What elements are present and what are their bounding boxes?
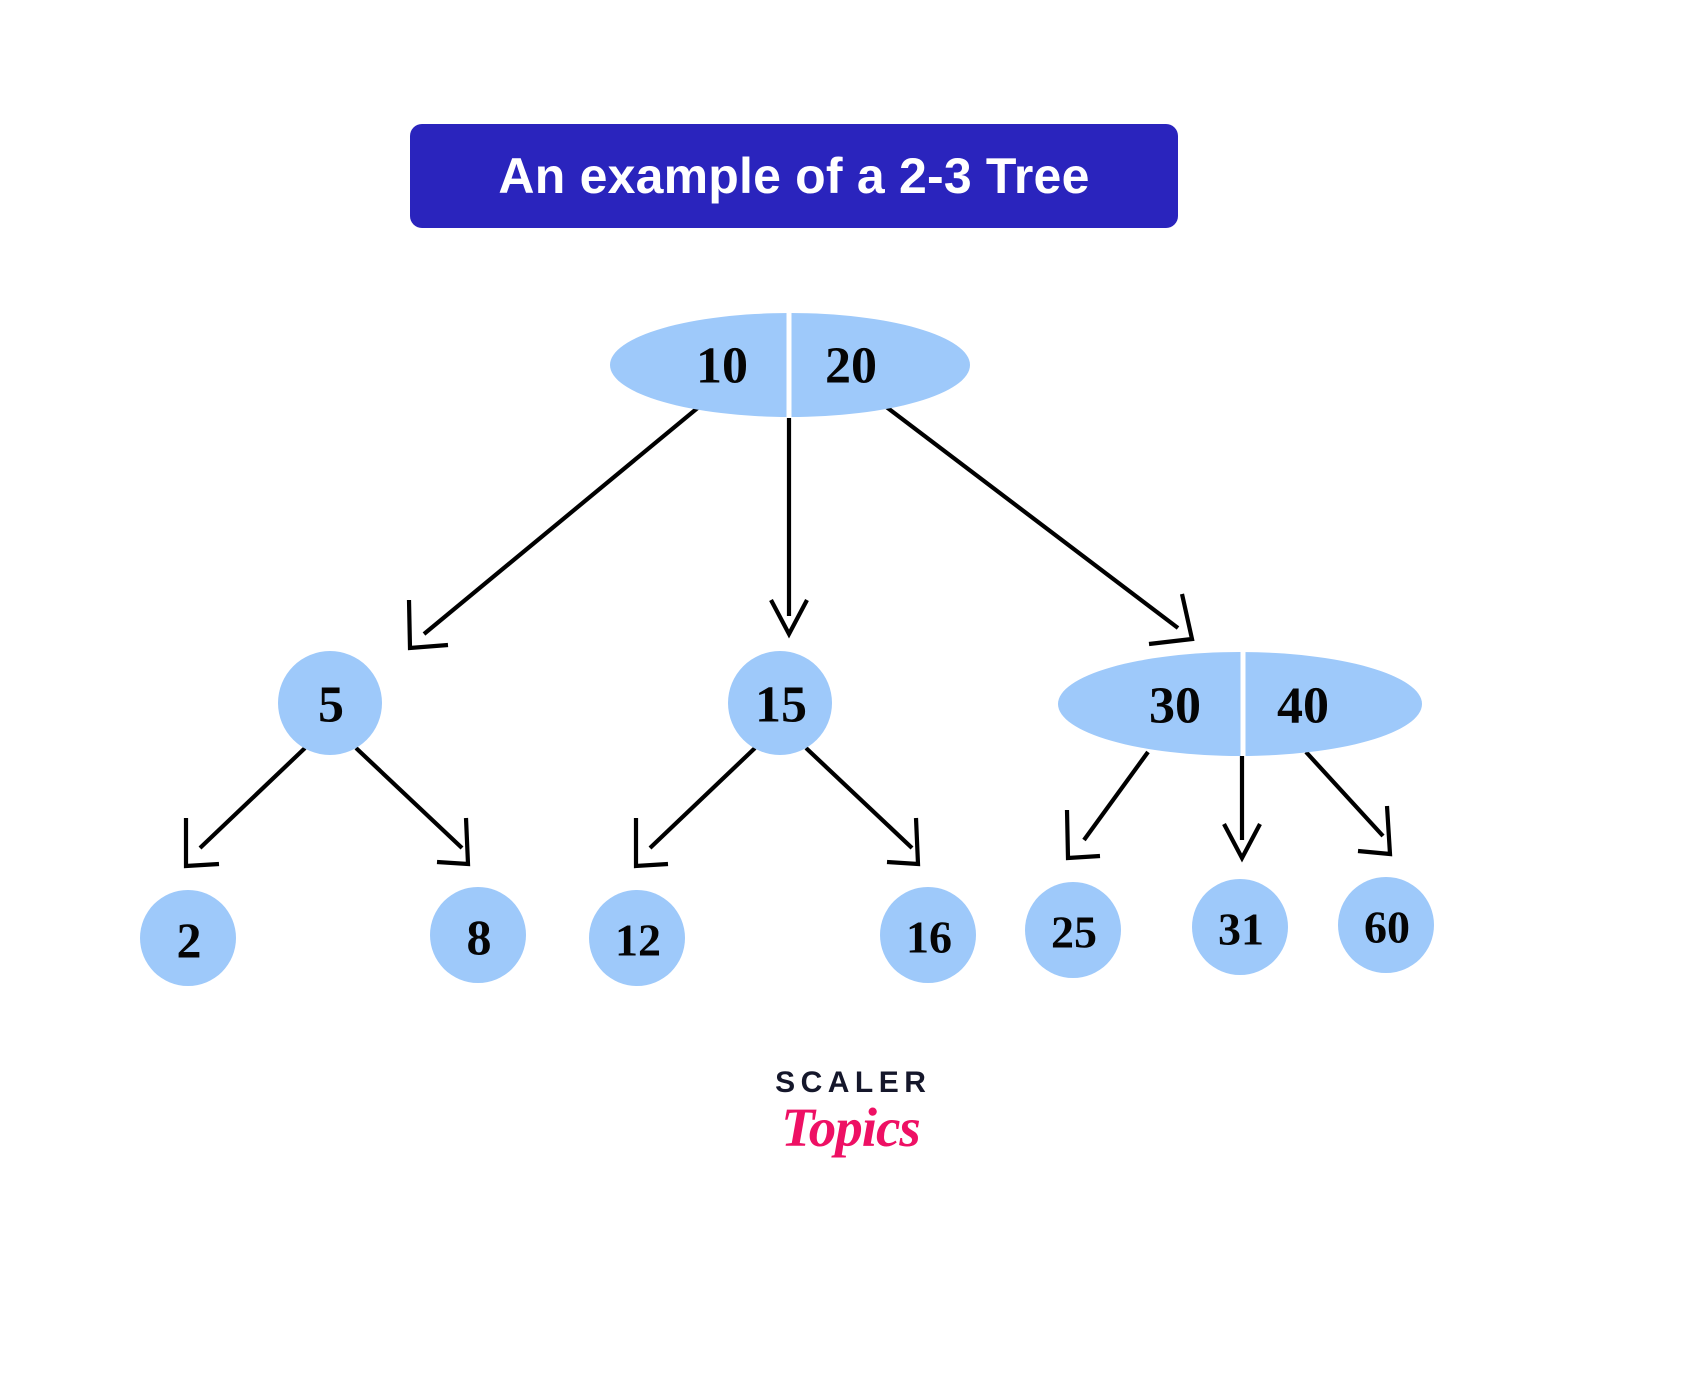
node-circle bbox=[278, 651, 382, 755]
tree-leaf-16[interactable]: 16 bbox=[880, 887, 976, 983]
scaler-topics-logo: SCALER Topics bbox=[0, 1066, 1701, 1158]
node-circle bbox=[1338, 877, 1434, 973]
node-key-label: 31 bbox=[1218, 904, 1264, 955]
edge-30-40-to-31 bbox=[1222, 756, 1262, 863]
edge-root-to-5 bbox=[406, 404, 702, 651]
tree-leaf-8[interactable]: 8 bbox=[430, 887, 526, 983]
title-banner: An example of a 2-3 Tree bbox=[410, 124, 1178, 228]
tree-node-root[interactable]: 10 20 bbox=[610, 313, 970, 417]
tree-node-30-40[interactable]: 30 40 bbox=[1058, 652, 1422, 756]
node-circle bbox=[589, 890, 685, 986]
tree-leaf-2[interactable]: 2 bbox=[140, 890, 236, 986]
tree-node-15[interactable]: 15 bbox=[728, 651, 832, 755]
node-circle bbox=[728, 651, 832, 755]
node-key-label: 30 bbox=[1149, 678, 1201, 735]
tree-node-5[interactable]: 5 bbox=[278, 651, 382, 755]
tree-leaf-31[interactable]: 31 bbox=[1192, 879, 1288, 975]
edge-30-40-to-60 bbox=[1304, 750, 1393, 857]
node-key-label: 12 bbox=[615, 915, 661, 966]
logo-wordmark-scaler: SCALER bbox=[775, 1066, 932, 1099]
node-key-label: 8 bbox=[467, 909, 492, 965]
page-title: An example of a 2-3 Tree bbox=[498, 148, 1090, 204]
edge-root-to-15 bbox=[769, 418, 809, 639]
node-key-label: 60 bbox=[1364, 902, 1410, 953]
node-key-label: 16 bbox=[906, 912, 952, 963]
edge-15-to-12 bbox=[633, 746, 757, 869]
tree-leaf-12[interactable]: 12 bbox=[589, 890, 685, 986]
node-key-label: 25 bbox=[1051, 907, 1097, 958]
tree-leaf-60[interactable]: 60 bbox=[1338, 877, 1434, 973]
node-key-label: 10 bbox=[696, 338, 748, 395]
node-key-label: 15 bbox=[755, 677, 807, 734]
node-key-label: 2 bbox=[177, 912, 202, 968]
edge-30-40-to-25 bbox=[1064, 750, 1150, 861]
logo-wordmark-topics: Topics bbox=[781, 1097, 921, 1158]
node-circle bbox=[430, 887, 526, 983]
node-circle bbox=[140, 890, 236, 986]
node-circle bbox=[1025, 882, 1121, 978]
node-key-label: 20 bbox=[825, 338, 877, 395]
node-key-label: 40 bbox=[1277, 678, 1329, 735]
edge-5-to-2 bbox=[183, 746, 307, 869]
node-ellipse bbox=[1058, 652, 1422, 756]
tree-leaf-25[interactable]: 25 bbox=[1025, 882, 1121, 978]
edge-15-to-16 bbox=[804, 746, 921, 867]
node-key-label: 5 bbox=[318, 677, 344, 734]
edge-5-to-8 bbox=[354, 746, 471, 867]
edge-root-to-30-40 bbox=[883, 404, 1195, 647]
node-circle bbox=[880, 887, 976, 983]
node-circle bbox=[1192, 879, 1288, 975]
